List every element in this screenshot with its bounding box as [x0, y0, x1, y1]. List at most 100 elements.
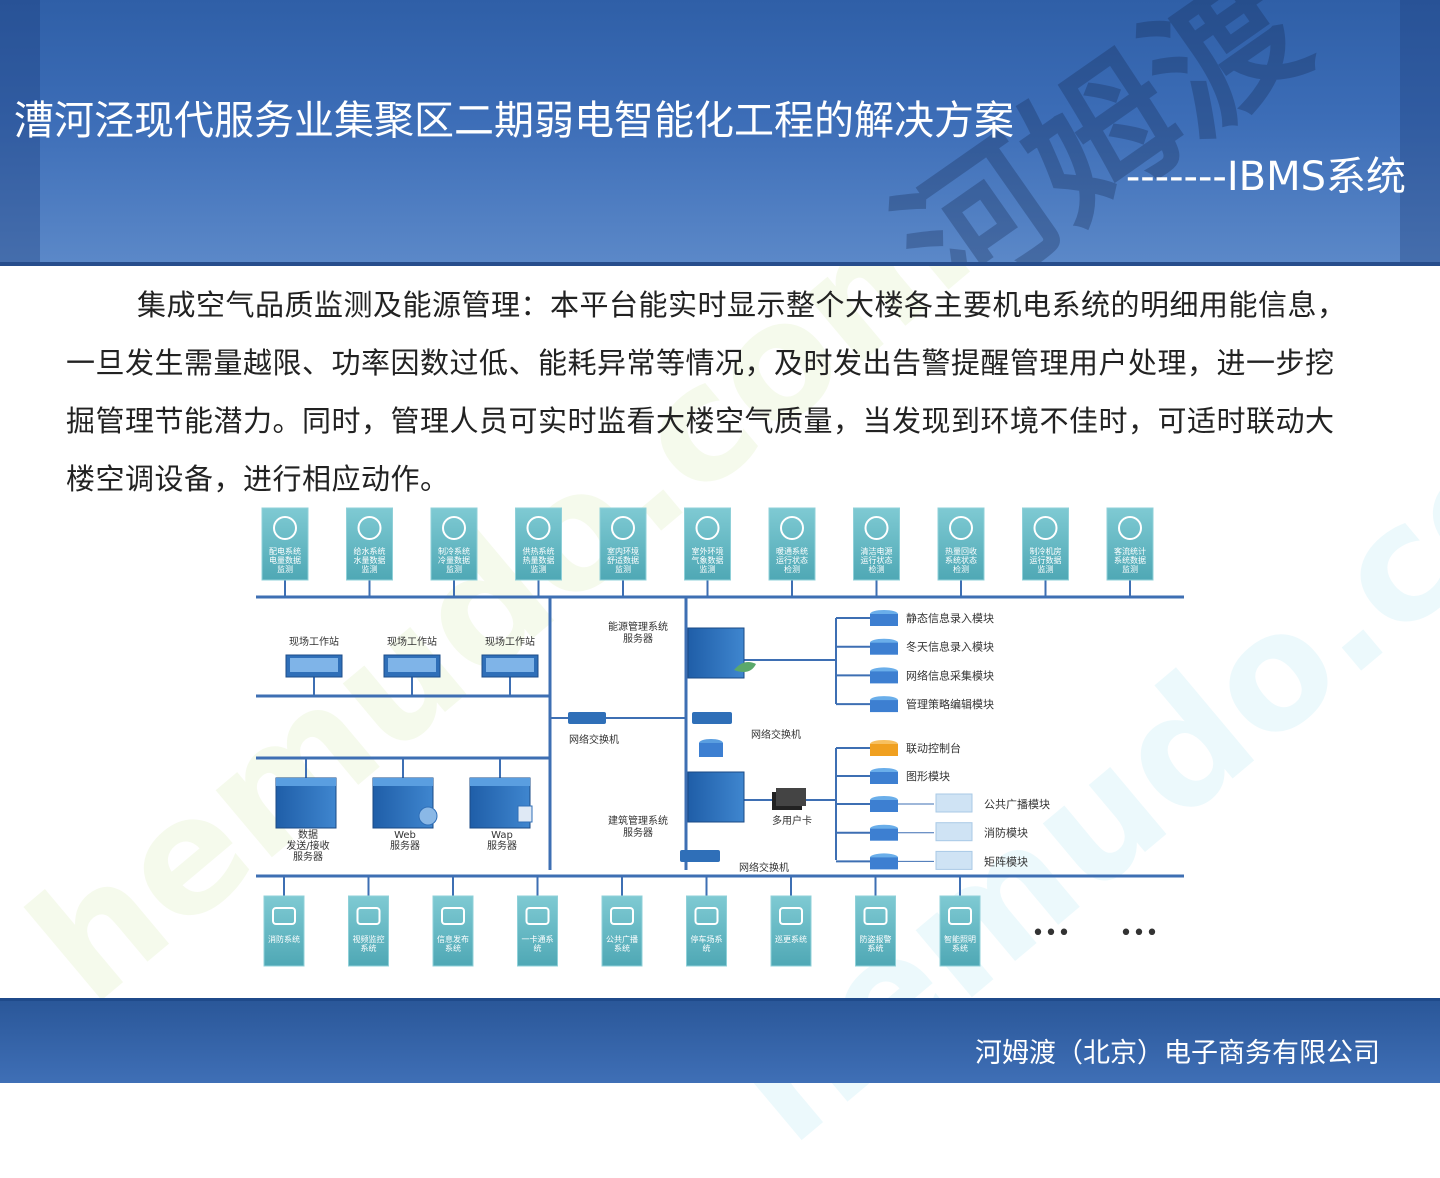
- tile-label: 运行数据: [1030, 555, 1062, 565]
- tile-label: 舒适数据: [607, 555, 639, 565]
- tile-label: 系统状态: [945, 555, 977, 565]
- server-icon: [275, 777, 337, 829]
- alarm-icon: [863, 907, 888, 925]
- database-icon: [870, 772, 898, 784]
- tile-label: 监测: [615, 564, 631, 574]
- tile-label: 信息发布: [437, 934, 469, 944]
- stack-module: 公共广播模块: [870, 793, 1050, 813]
- megaphone-icon: [610, 907, 634, 925]
- energy-module: 静态信息录入模块: [870, 610, 994, 626]
- camera-icon: [356, 907, 381, 925]
- recycle-icon: [949, 516, 973, 540]
- workstation-label: 现场工作站: [289, 635, 339, 648]
- stack-module: 矩阵模块: [870, 850, 1028, 870]
- tile-label: 检测: [953, 564, 969, 574]
- tile-label: 热量回收: [945, 546, 977, 556]
- workstation: 现场工作站: [383, 635, 441, 678]
- ellipsis-marker: •••: [1032, 921, 1071, 946]
- multi-card-label: 多用户卡: [772, 814, 812, 827]
- switch-icon: [692, 712, 732, 724]
- tile-background: [1106, 507, 1154, 581]
- tile-label: 室内环境: [607, 546, 639, 556]
- stack-module: 消防模块: [870, 822, 1028, 842]
- tile-background: [601, 895, 643, 967]
- energy-module: 冬天信息录入模块: [870, 638, 994, 655]
- tile-label: 智能照明: [944, 934, 976, 944]
- fan-icon: [780, 516, 804, 540]
- database-icon: [870, 800, 898, 812]
- monitor-screen: [388, 658, 436, 672]
- server-top: [373, 778, 433, 786]
- ibms-architecture-diagram: 配电系统电量数据监测给水系统水量数据监测制冷系统冷量数据监测供热系统热量数据监测…: [256, 507, 1184, 967]
- tile-label: 巡更系统: [775, 934, 807, 944]
- cube-icon: [935, 850, 973, 870]
- tile-background: [348, 895, 389, 967]
- tile-label: 室外环境: [692, 546, 724, 556]
- leaf-icon: [734, 662, 756, 672]
- module-label: 矩阵模块: [984, 854, 1028, 868]
- tile-background: [430, 507, 478, 581]
- workstation-label: 现场工作站: [387, 635, 437, 648]
- display-board-icon: [441, 907, 465, 925]
- parking-gate-icon: [694, 907, 719, 925]
- company-name: 河姆渡（北京）电子商务有限公司: [975, 1038, 1380, 1069]
- tile-label: 清洁电源: [861, 546, 893, 556]
- tile-background: [770, 895, 812, 967]
- switch-label: 网络交换机: [751, 728, 801, 741]
- tile-label: 供热系统: [523, 546, 555, 556]
- sun-icon: [526, 516, 551, 540]
- energy-server-label: 能源管理系统: [608, 620, 668, 633]
- server-icon: [687, 771, 745, 823]
- module-label: 静态信息录入模块: [906, 611, 994, 625]
- tile-label: 停车场系: [691, 934, 723, 944]
- slide-footer: 河姆渡（北京）电子商务有限公司: [0, 998, 1440, 1083]
- tile-label: 一卡通系: [522, 934, 554, 944]
- tile-label: 统: [703, 943, 711, 953]
- energy-server-label: 服务器: [623, 632, 653, 645]
- server-label: 服务器: [390, 839, 420, 852]
- network-switch: 网络交换机: [692, 712, 801, 741]
- tile-label: 公共广播: [606, 934, 638, 944]
- building-server-label: 服务器: [623, 826, 653, 839]
- control-module: 图形模块: [870, 768, 950, 784]
- card-stack-icon: [776, 788, 806, 806]
- tile-background: [599, 507, 647, 581]
- server-label: 发送/接收: [286, 839, 329, 852]
- tile-label: 视频监控: [353, 934, 385, 944]
- cloud-icon: [695, 516, 720, 540]
- tile-label: 系统: [614, 943, 630, 953]
- database-icon: [870, 744, 898, 756]
- tile-background: [939, 895, 981, 967]
- switch-icon: [568, 712, 606, 724]
- tile-label: 系统: [952, 943, 968, 953]
- database-icon: [699, 743, 723, 757]
- energy-module: 网络信息采集模块: [870, 667, 994, 684]
- database-icon: [870, 671, 898, 684]
- calculator-icon: [779, 907, 803, 925]
- module-label: 图形模块: [906, 770, 950, 783]
- cube-icon: [935, 793, 973, 813]
- database-icon: [870, 614, 898, 626]
- tile-label: 气象数据: [692, 555, 724, 565]
- database-icon: [870, 642, 898, 655]
- tile-label: 系统: [361, 943, 377, 953]
- tile-label: 检测: [784, 564, 800, 574]
- tile-label: 统: [534, 943, 542, 953]
- server-top: [470, 778, 530, 786]
- module-label: 联动控制台: [906, 741, 961, 755]
- tile-label: 监测: [1122, 564, 1138, 574]
- tile-background: [937, 507, 985, 581]
- tile-label: 监测: [531, 564, 547, 574]
- tile-label: 检测: [869, 564, 885, 574]
